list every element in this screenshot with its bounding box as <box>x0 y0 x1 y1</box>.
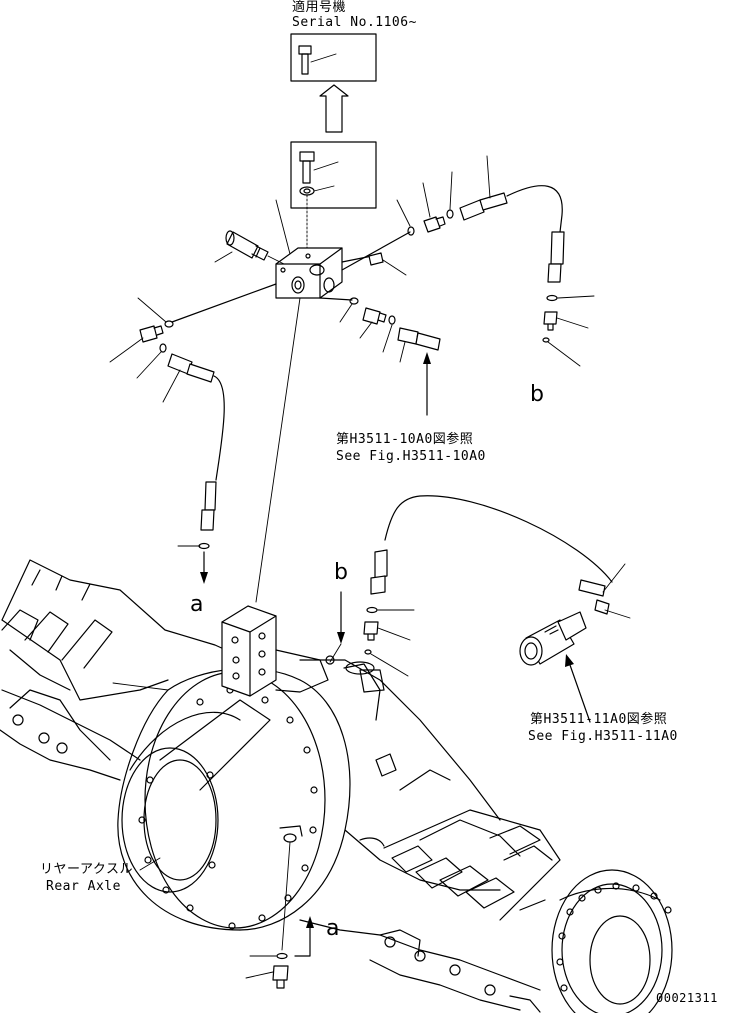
ref-upper-jp: 第H3511-10A0図参照 <box>336 432 474 447</box>
ref-lower-en: See Fig.H3511-11A0 <box>528 729 678 744</box>
block-fittings-lower <box>319 297 441 416</box>
ref-lower-jp: 第H3511-11A0図参照 <box>530 712 668 727</box>
lower-drain-fitting <box>245 916 314 989</box>
block-fittings-left <box>109 283 277 584</box>
valve-block <box>275 199 343 299</box>
ref-upper-en: See Fig.H3511-10A0 <box>336 449 486 464</box>
rear-axle-housing <box>0 559 673 1018</box>
axle-label-en: Rear Axle <box>46 879 121 894</box>
axle-label-jp: リヤーアクスル <box>40 862 133 877</box>
connector-mark-b-top: b <box>530 382 544 407</box>
block-fittings-right <box>341 155 595 367</box>
connector-mark-a-top: a <box>190 592 204 617</box>
drawing-number: 00021311 <box>656 991 718 1005</box>
bolt-box <box>290 141 377 257</box>
connector-mark-b-lower: b <box>334 560 348 585</box>
connector-mark-a-bottom: a <box>326 916 340 941</box>
serial-note-title: 適用号機 <box>292 0 347 15</box>
axle-mount-block <box>221 605 335 697</box>
temperature-sensor <box>519 611 591 723</box>
serial-note-number: Serial No.1106~ <box>292 15 417 30</box>
upgrade-arrow <box>319 84 349 133</box>
serial-note-box <box>290 33 377 82</box>
pressure-switch <box>214 230 285 265</box>
axle-hose <box>363 495 631 677</box>
